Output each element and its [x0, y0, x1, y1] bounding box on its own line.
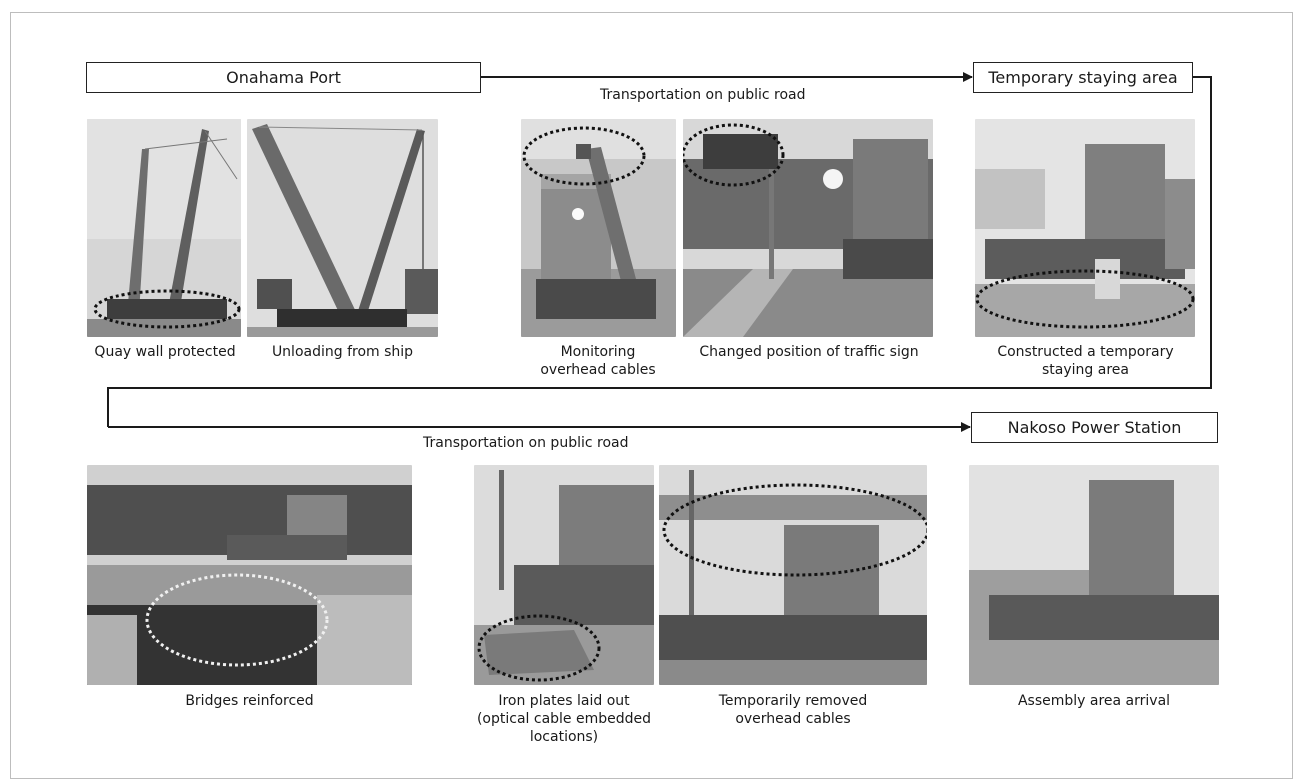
caption-traffic-sign: Changed position of traffic sign — [699, 344, 919, 360]
caption-iron-plates: Iron plates laid out (optical cable embe… — [476, 693, 652, 745]
caption-bridges-reinforced: Bridges reinforced — [185, 693, 314, 709]
photo-temporary-staying-area — [975, 119, 1195, 337]
photo-removed-cables — [659, 465, 927, 685]
route-note-upper: Transportation on public road — [600, 87, 806, 103]
connector-staying-to-next-row — [107, 76, 1212, 427]
photo-monitoring-cables — [521, 119, 676, 337]
caption-removed-cables: Temporarily removed overhead cables — [718, 693, 868, 727]
route-note-lower: Transportation on public road — [423, 435, 629, 451]
caption-monitoring-cables: Monitoring overhead cables — [540, 344, 656, 378]
caption-temporary-staying-area: Constructed a temporary staying area — [997, 344, 1174, 378]
caption-assembly-arrival: Assembly area arrival — [1017, 693, 1171, 709]
photo-bridges-reinforced — [87, 465, 412, 685]
station-onahama-port: Onahama Port — [86, 62, 481, 93]
photo-iron-plates — [474, 465, 654, 685]
station-nakoso-power-station: Nakoso Power Station — [971, 412, 1218, 443]
figure-frame — [10, 12, 1293, 779]
photo-assembly-arrival — [969, 465, 1219, 685]
photo-traffic-sign — [683, 119, 933, 337]
station-temporary-staying-area: Temporary staying area — [973, 62, 1193, 93]
caption-quay-wall: Quay wall protected — [94, 344, 236, 360]
caption-unloading: Unloading from ship — [271, 344, 414, 360]
photo-quay-wall — [87, 119, 241, 337]
photo-unloading — [247, 119, 438, 337]
